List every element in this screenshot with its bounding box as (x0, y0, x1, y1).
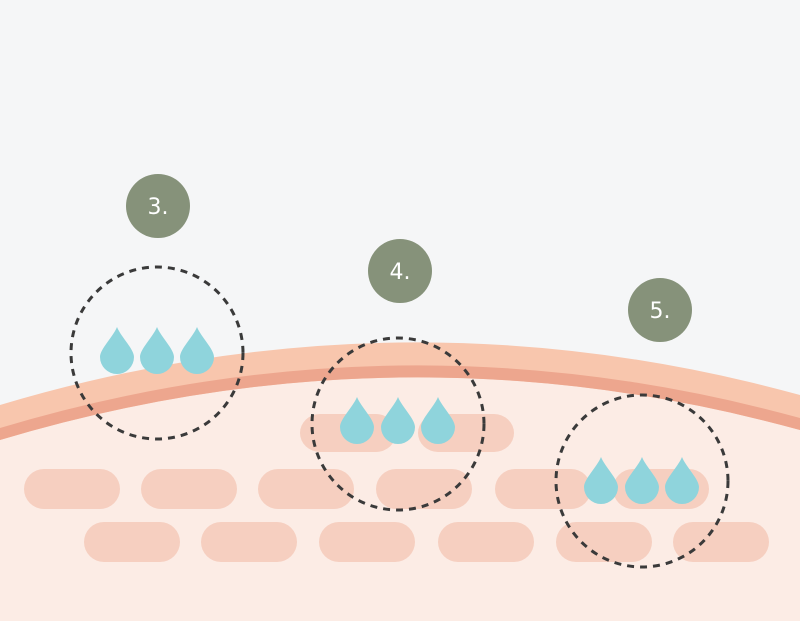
marker-3-badge (126, 174, 190, 238)
dashed-circle-4 (310, 336, 486, 512)
droplet-icon (381, 397, 415, 444)
marker-3-label: 3. (148, 195, 169, 220)
skin-cell (84, 522, 180, 562)
droplet-icon (665, 457, 699, 504)
skin-cell (201, 522, 297, 562)
skin-cell (556, 522, 652, 562)
skin-cell (319, 522, 415, 562)
droplet-icon (340, 397, 374, 444)
skin-cell (24, 469, 120, 509)
marker-4-badge (368, 239, 432, 303)
skin-cell (673, 522, 769, 562)
marker-4: 4. (368, 239, 432, 303)
skin-cell (141, 469, 237, 509)
dashed-circles (69, 265, 730, 569)
droplet-group-3 (100, 327, 214, 374)
marker-5: 5. (628, 278, 692, 342)
skin-inner-band (0, 365, 800, 440)
dashed-circle-3 (69, 265, 245, 441)
skin-cell (376, 469, 472, 509)
marker-5-badge (628, 278, 692, 342)
droplet-icon (421, 397, 455, 444)
dashed-circle-5 (554, 393, 730, 569)
droplet-icon (625, 457, 659, 504)
marker-4-label: 4. (390, 260, 411, 285)
droplet-group-4 (340, 397, 455, 444)
droplet-icon (584, 457, 618, 504)
marker-5-label: 5. (650, 299, 671, 324)
droplet-icon (180, 327, 214, 374)
skin-cell (438, 522, 534, 562)
skin-cell (495, 469, 591, 509)
droplet-group-5 (584, 457, 699, 504)
droplet-icon (140, 327, 174, 374)
droplet-icon (100, 327, 134, 374)
marker-3: 3. (126, 174, 190, 238)
droplet-groups (100, 327, 699, 504)
